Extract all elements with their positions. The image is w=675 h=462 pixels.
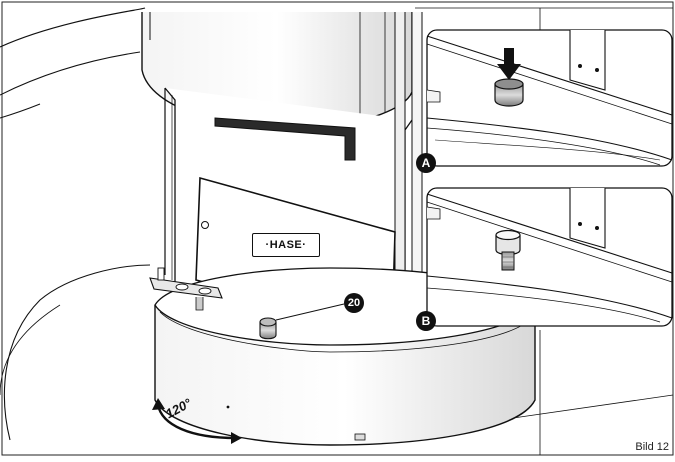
callout-a: A xyxy=(416,153,436,173)
rotation-arc-inner xyxy=(0,51,141,96)
rotation-arrow xyxy=(156,404,237,440)
base-dot xyxy=(226,405,230,409)
ring-left-lower-inner xyxy=(0,304,61,396)
ring-left-top xyxy=(0,103,41,119)
detail-panel-a xyxy=(426,29,673,167)
leader-line-20 xyxy=(275,303,345,321)
ring-left-lower xyxy=(3,264,151,441)
detail-panel-b xyxy=(426,187,673,327)
screw-icon xyxy=(201,221,209,229)
base-foot-tab xyxy=(354,433,366,441)
column-slot xyxy=(214,117,356,161)
detail-b-content xyxy=(426,188,673,323)
base-rim xyxy=(159,311,533,353)
figure-label: Bild 12 xyxy=(635,441,669,453)
detail-a-content xyxy=(426,30,673,166)
callout-part-20: 20 xyxy=(344,293,364,313)
foot-part-20 xyxy=(259,322,277,340)
callout-b: B xyxy=(416,311,436,331)
rotation-arc-outer xyxy=(0,7,146,48)
hase-logo: ·HASE· xyxy=(252,233,320,257)
